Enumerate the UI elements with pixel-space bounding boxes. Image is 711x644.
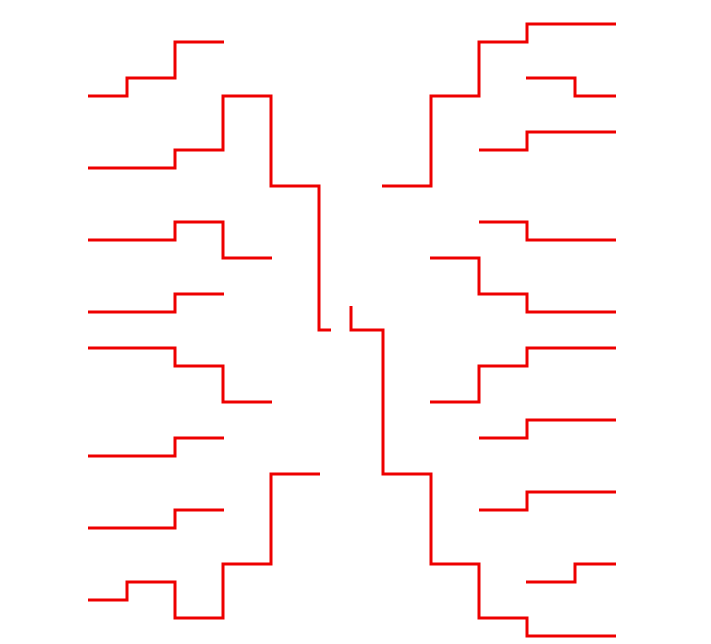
left-bracket-line-5 — [88, 346, 272, 404]
left-bracket-line-8 — [88, 472, 320, 620]
left-bracket-line-6 — [88, 436, 224, 458]
right-bracket-line-6 — [430, 346, 616, 404]
left-bracket-line-2 — [88, 94, 331, 332]
left-bracket-line-3 — [88, 220, 272, 260]
right-bracket-line-1 — [382, 22, 616, 188]
right-bracket-half — [349, 22, 616, 638]
left-bracket-line-4 — [88, 292, 224, 314]
left-bracket-line-7 — [88, 508, 224, 530]
right-bracket-line-9 — [526, 562, 616, 584]
left-bracket-line-1 — [88, 40, 224, 98]
right-bracket-line-3 — [479, 130, 616, 152]
right-bracket-line-4 — [479, 220, 616, 242]
right-bracket-line-5 — [430, 256, 616, 314]
left-bracket-half — [88, 40, 331, 620]
right-bracket-line-7 — [479, 418, 616, 440]
right-bracket-line-8 — [479, 490, 616, 512]
right-bracket-line-10 — [349, 306, 616, 638]
right-bracket-line-2 — [526, 76, 616, 98]
